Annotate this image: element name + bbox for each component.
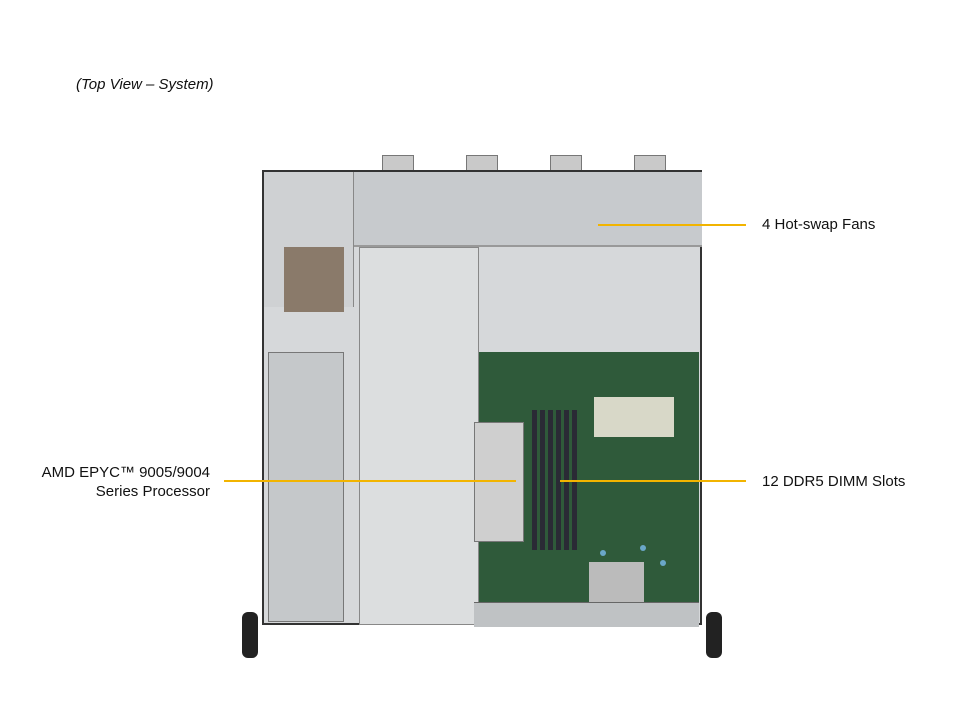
power-supply bbox=[268, 352, 344, 622]
dimm-slot bbox=[548, 410, 553, 550]
air-shroud bbox=[359, 247, 479, 625]
capacitor bbox=[600, 550, 606, 556]
dimm-slot bbox=[532, 410, 537, 550]
dimm-slot bbox=[556, 410, 561, 550]
rack-handle bbox=[706, 612, 722, 658]
capacitor bbox=[660, 560, 666, 566]
riser-card bbox=[634, 397, 674, 437]
cpu-callout-line2: Series Processor bbox=[95, 483, 210, 500]
drive-module bbox=[284, 247, 344, 312]
dimm-slot bbox=[540, 410, 545, 550]
chassis bbox=[262, 170, 702, 627]
fan-bay bbox=[354, 172, 702, 247]
rack-handle bbox=[242, 612, 258, 658]
capacitor bbox=[640, 545, 646, 551]
cpu-callout-line bbox=[224, 480, 516, 482]
fans-callout-label: 4 Hot-swap Fans bbox=[762, 216, 876, 233]
rear-io-panel bbox=[474, 602, 699, 627]
view-caption: (Top View – System) bbox=[76, 76, 214, 93]
cpu-heatsink bbox=[474, 422, 524, 542]
dimm-callout-label: 12 DDR5 DIMM Slots bbox=[762, 473, 906, 490]
dimm-callout-line bbox=[560, 480, 746, 482]
cpu-callout-label: AMD EPYC™ 9005/9004 Series Processor bbox=[42, 463, 210, 501]
fans-callout-line bbox=[598, 224, 746, 226]
riser-card bbox=[594, 397, 634, 437]
cpu-callout-line1: AMD EPYC™ 9005/9004 bbox=[41, 464, 210, 481]
chipset-heatsink bbox=[589, 562, 644, 602]
